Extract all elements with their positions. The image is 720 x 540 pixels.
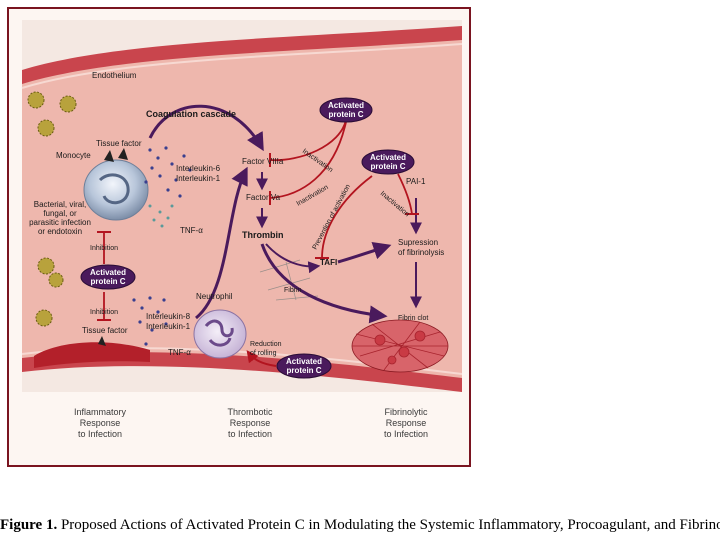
tnf-alpha-label-top: TNF-α: [180, 226, 203, 235]
tissue-factor-label: Tissue factor: [96, 139, 142, 148]
monocyte-label: Monocyte: [56, 151, 91, 160]
fibrin-clot-label: Fibrin clot: [398, 315, 428, 322]
interleukin-1-label: Interleukin-1: [176, 174, 221, 183]
svg-text:Reduction: Reduction: [250, 341, 282, 348]
tnf-alpha-label-bottom: TNF-α: [168, 348, 191, 357]
apc-reduction-rolling-arrow: [246, 350, 277, 367]
pathogen-cluster-top: [27, 91, 77, 137]
factor-viiia-label: Factor VIIIa: [242, 157, 284, 166]
thrombin-label: Thrombin: [242, 230, 284, 240]
svg-text:Thrombotic: Thrombotic: [227, 407, 273, 417]
neutrophil-label: Neutrophil: [196, 292, 233, 301]
svg-text:of rolling: of rolling: [250, 350, 277, 357]
pathogen-cluster-bottom: [35, 257, 64, 327]
svg-text:protein C: protein C: [370, 162, 405, 171]
apc-inactivation-va-line: [269, 121, 347, 199]
thrombin-to-tafi-arrow: [265, 243, 321, 274]
pai-1-label: PAI-1: [406, 177, 426, 186]
apc-pill-top[interactable]: Activated protein C: [319, 97, 373, 123]
svg-text:or endotoxin: or endotoxin: [38, 227, 82, 236]
svg-text:Activated: Activated: [286, 357, 322, 366]
figure-caption-text: Proposed Actions of Activated Protein C …: [60, 517, 720, 533]
interleukin-8-label: Interleukin-8: [146, 312, 191, 321]
fibrinolytic-response-label: Fibrinolytic Response to Infection: [384, 407, 428, 439]
suppression-of-fibrinolysis-label: Supression of fibrinolysis: [398, 238, 444, 257]
inhibition-label-top: Inhibition: [90, 245, 118, 252]
apc-diagram: Activated protein C Activated protein C …: [21, 20, 463, 439]
fibrin-strands: [259, 259, 319, 301]
endothelium-label: Endothelium: [92, 71, 137, 80]
svg-text:protein C: protein C: [90, 277, 125, 286]
tissue-factor-marker-bottom: [98, 336, 106, 346]
svg-text:Response: Response: [230, 418, 271, 428]
apc-pill-left[interactable]: Activated protein C: [80, 264, 136, 290]
svg-text:Activated: Activated: [328, 101, 364, 110]
factor-va-label: Factor Va: [246, 193, 281, 202]
inhibition-label-bottom: Inhibition: [90, 309, 118, 316]
infection-label: Bacterial, viral, fungal, or parasitic i…: [29, 200, 91, 236]
cytokine-particles-monocyte: [144, 146, 192, 198]
interleukin-6-label: Interleukin-6: [176, 164, 221, 173]
coagulation-cascade-label: Coagulation cascade: [146, 109, 236, 119]
svg-text:Response: Response: [80, 418, 121, 428]
apc-pill-bottom[interactable]: Activated protein C: [276, 353, 332, 379]
svg-text:to Infection: to Infection: [78, 429, 122, 439]
apc-prevention-tafi-line: [321, 175, 373, 259]
fibrin-label: Fibrin: [284, 287, 302, 294]
monocyte-cell: [83, 148, 149, 221]
svg-text:Bacterial, viral,: Bacterial, viral,: [34, 200, 86, 209]
tissue-factor-label-bottom: Tissue factor: [82, 326, 128, 335]
figure-caption: Figure 1. Proposed Actions of Activated …: [0, 517, 720, 534]
apc-inactivation-viiia-line: [269, 119, 347, 161]
inflammatory-response-label: Inflammatory Response to Infection: [74, 407, 127, 439]
svg-text:protein C: protein C: [286, 366, 321, 375]
apc-pill-middle-right[interactable]: Activated protein C: [361, 149, 415, 175]
svg-text:Inflammatory: Inflammatory: [74, 407, 127, 417]
svg-text:Supression: Supression: [398, 238, 438, 247]
activated-endothelial-cell: [34, 342, 150, 368]
thrombin-to-fibrin-clot-arrow: [260, 243, 388, 324]
figure-caption-label: Figure 1.: [0, 517, 58, 533]
fibrin-clot: [351, 319, 449, 373]
svg-text:Activated: Activated: [90, 268, 126, 277]
svg-text:protein C: protein C: [328, 110, 363, 119]
tafi-label: TAFI: [320, 258, 337, 267]
tnf-particles-monocyte: [148, 204, 174, 228]
tafi-to-suppression-arrow: [337, 242, 392, 264]
svg-text:Activated: Activated: [370, 153, 406, 162]
svg-text:parasitic infection: parasitic infection: [29, 218, 91, 227]
svg-text:Response: Response: [386, 418, 427, 428]
reduction-of-rolling-label: Reduction of rolling: [250, 341, 282, 357]
neutrophil-to-cascade-arrow: [195, 166, 248, 320]
svg-text:of fibrinolysis: of fibrinolysis: [398, 248, 444, 257]
neutrophil-cell: [193, 309, 247, 359]
svg-text:to Infection: to Infection: [384, 429, 428, 439]
coagulation-cascade-arrow: [148, 104, 264, 152]
svg-text:Fibrinolytic: Fibrinolytic: [384, 407, 428, 417]
apc-inactivation-pai1-line: [397, 173, 413, 215]
interleukin-1-label-bottom: Interleukin-1: [146, 322, 191, 331]
svg-text:to Infection: to Infection: [228, 429, 272, 439]
svg-text:fungal, or: fungal, or: [43, 209, 77, 218]
endothelium-line: [21, 43, 463, 89]
vessel-lumen: [22, 40, 462, 378]
thrombotic-response-label: Thrombotic Response to Infection: [227, 407, 273, 439]
cytokine-particles-neutrophil: [132, 296, 168, 346]
